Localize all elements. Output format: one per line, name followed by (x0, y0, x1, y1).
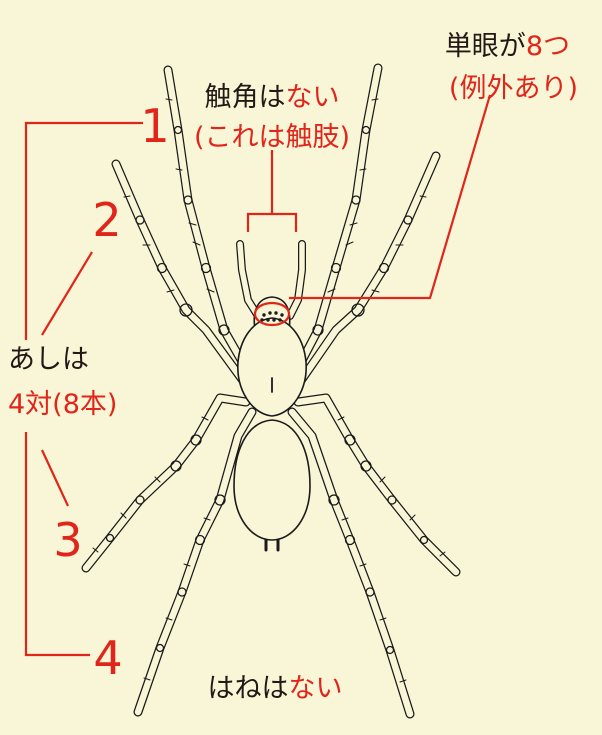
legs-label-line2: 4対(8本) (8, 389, 117, 420)
antenna-label: 触角はない (205, 82, 340, 113)
wings-label: はねはない (208, 673, 343, 704)
ocelli-label: 単眼が8つ (445, 31, 570, 62)
legs-label-line1: あしは (8, 344, 89, 375)
leg2-leader (42, 252, 92, 335)
pedipalp-bracket (248, 150, 296, 232)
leg-number-4: 4 (93, 631, 122, 685)
leg-number-3: 3 (53, 513, 82, 567)
leg-number-1: 1 (140, 99, 169, 153)
leg3-leader (42, 450, 68, 506)
leg-number-2: 2 (92, 193, 121, 247)
pedipalp-note: (これは触肢) (194, 122, 350, 153)
ocelli-note: (例外あり) (449, 73, 578, 104)
